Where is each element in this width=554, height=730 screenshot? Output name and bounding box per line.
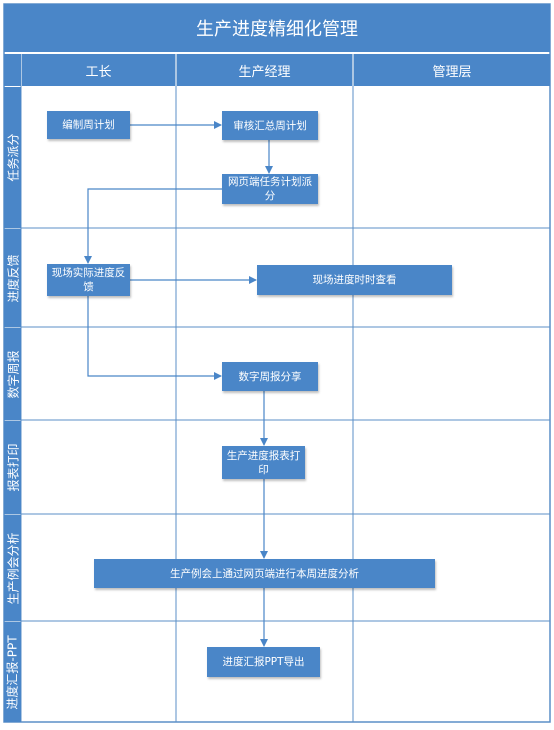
node-web-assign: 网页端任务计划派分 xyxy=(222,174,318,204)
node-site-view: 现场进度时时查看 xyxy=(257,265,452,295)
node-site-feedback: 现场实际进度反馈 xyxy=(47,264,130,296)
lane-digital-report: 数字周报 xyxy=(4,328,21,420)
lane-meeting-analysis: 生产例会分析 xyxy=(4,515,21,621)
column-header-management: 管理层 xyxy=(354,54,550,86)
node-print-report: 生产进度报表打印 xyxy=(222,446,305,479)
column-header-foreman: 工长 xyxy=(22,54,175,86)
corner-cell xyxy=(4,54,21,86)
arrow-feedback-to-digital xyxy=(87,296,222,380)
diagram-title: 生产进度精细化管理 xyxy=(4,4,550,52)
lane-progress-ppt: 进度汇报-PPT xyxy=(4,622,21,722)
node-digital-report: 数字周报分享 xyxy=(222,362,318,391)
lane-report-print: 报表打印 xyxy=(4,421,21,514)
node-weekly-plan: 编制周计划 xyxy=(47,111,130,139)
arrow-assign-to-feedback xyxy=(84,188,222,264)
lane-progress-feedback: 进度反馈 xyxy=(4,229,21,327)
node-review-plan: 审核汇总周计划 xyxy=(222,111,318,140)
node-ppt-export: 进度汇报PPT导出 xyxy=(207,647,320,677)
lane-task-assignment: 任务派分 xyxy=(4,87,21,228)
column-header-production-manager: 生产经理 xyxy=(177,54,352,86)
node-meeting-analysis: 生产例会上通过网页端进行本周进度分析 xyxy=(94,559,435,588)
